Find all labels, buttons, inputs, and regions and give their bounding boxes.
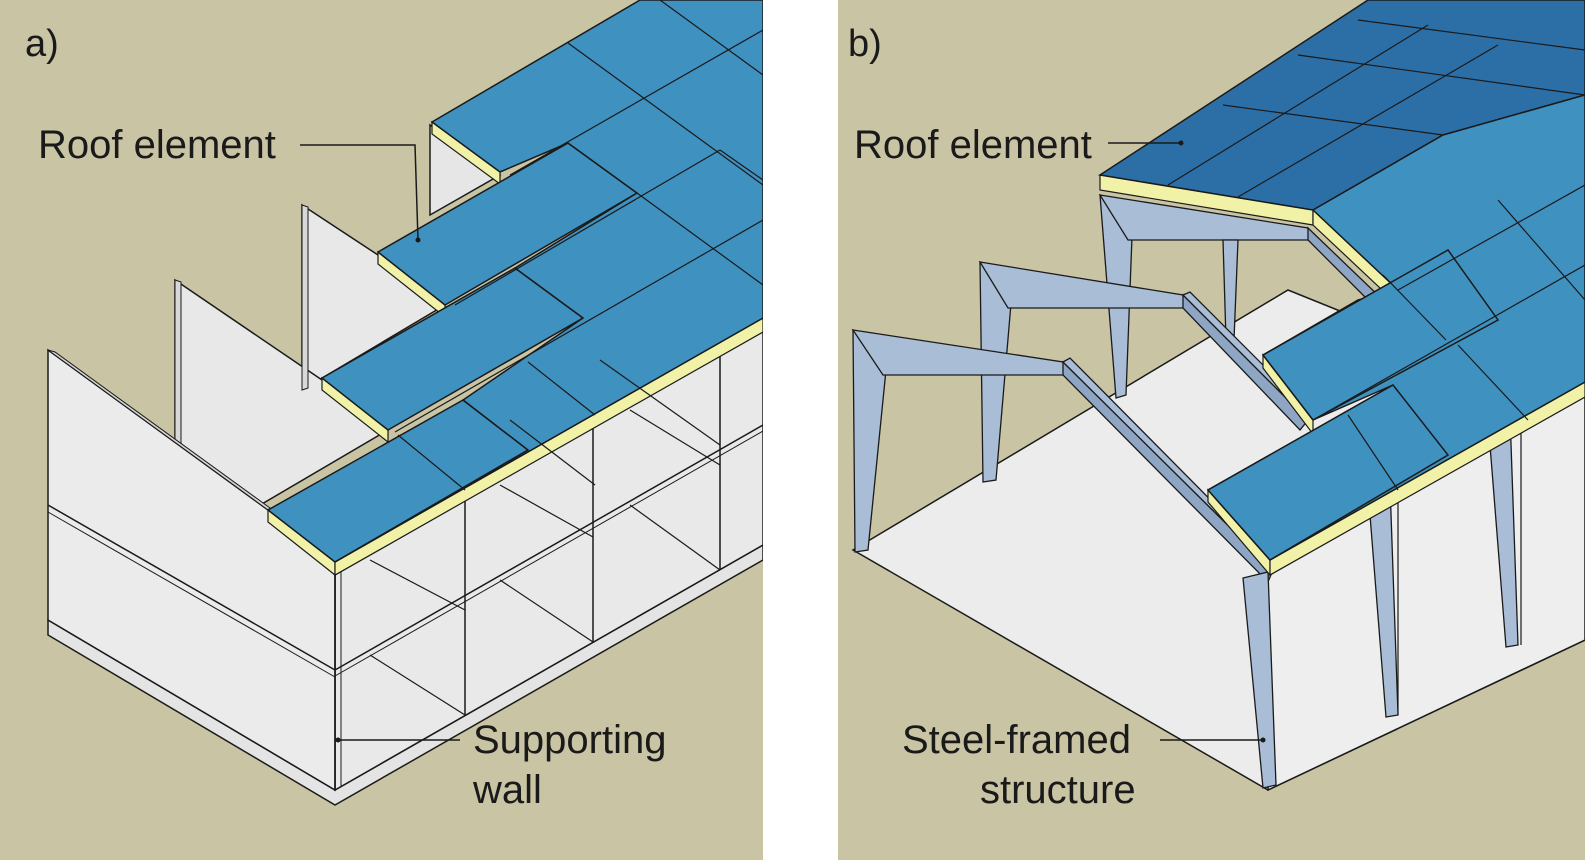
front-wall-top — [47, 349, 271, 511]
roof-seam — [719, 149, 763, 181]
front-wall-joint — [47, 511, 336, 678]
roof-seam — [509, 29, 763, 176]
steel-framed-label-line1: Steel-framed — [902, 718, 1131, 762]
roof-seam — [1312, 264, 1585, 421]
roof-seam — [599, 359, 721, 446]
roof-element-label-a: Roof element — [38, 123, 276, 167]
roof-leader-line — [300, 144, 419, 241]
cross-wall-edge — [301, 204, 309, 391]
roof-seam — [527, 361, 596, 416]
supporting-wall-label-line1: Supporting — [473, 718, 667, 762]
panel-b-letter: b) — [848, 23, 882, 65]
roof-seam — [462, 399, 529, 451]
steel-leader-dot — [1260, 737, 1266, 743]
roof-seam — [1297, 54, 1585, 96]
roof-seam — [454, 149, 721, 306]
roof-seam — [1397, 184, 1585, 291]
roof-leader-dot — [415, 237, 421, 243]
interior-edge — [629, 504, 721, 571]
wall-leader-dot — [335, 737, 341, 743]
mid-floor-line — [334, 430, 763, 677]
panel-b-drawing — [838, 0, 1585, 860]
steel-frame — [1098, 193, 1384, 399]
roof-element-label-b: Roof element — [854, 123, 1092, 167]
front-wall-joint — [47, 504, 336, 671]
roof-seam — [1382, 274, 1447, 341]
roof-seam — [394, 219, 763, 433]
roof-seam — [397, 434, 466, 491]
roof-seam — [567, 42, 763, 186]
panel-a-drawing — [0, 0, 763, 860]
steel-framed-label-line2: structure — [980, 768, 1136, 812]
panel-b: b) Roof element Steel-framed structure — [838, 0, 1585, 860]
roof-panel — [1206, 384, 1450, 561]
interior-edge — [499, 484, 594, 538]
roof-seam — [1457, 344, 1529, 421]
panel-a-letter: a) — [25, 23, 59, 65]
supporting-wall-label-line2: wall — [473, 768, 542, 812]
roof-seam — [636, 192, 763, 286]
roof-seam — [1347, 414, 1399, 491]
interior-edge — [499, 579, 594, 643]
roof-seam — [1497, 199, 1585, 301]
interior-edge — [369, 559, 466, 611]
mid-floor-line — [334, 424, 763, 671]
roof-seam — [659, 0, 763, 76]
panel-a: a) Roof element Supporting wall — [0, 0, 763, 860]
roof-seam — [1357, 19, 1585, 51]
roof-seam — [1237, 44, 1499, 198]
roof-seam — [1222, 104, 1444, 136]
roof-seam — [509, 419, 596, 486]
roof-panel — [1261, 249, 1500, 421]
interior-edge — [629, 409, 721, 466]
interior-edge — [369, 654, 466, 716]
roof-seam — [1167, 24, 1429, 186]
